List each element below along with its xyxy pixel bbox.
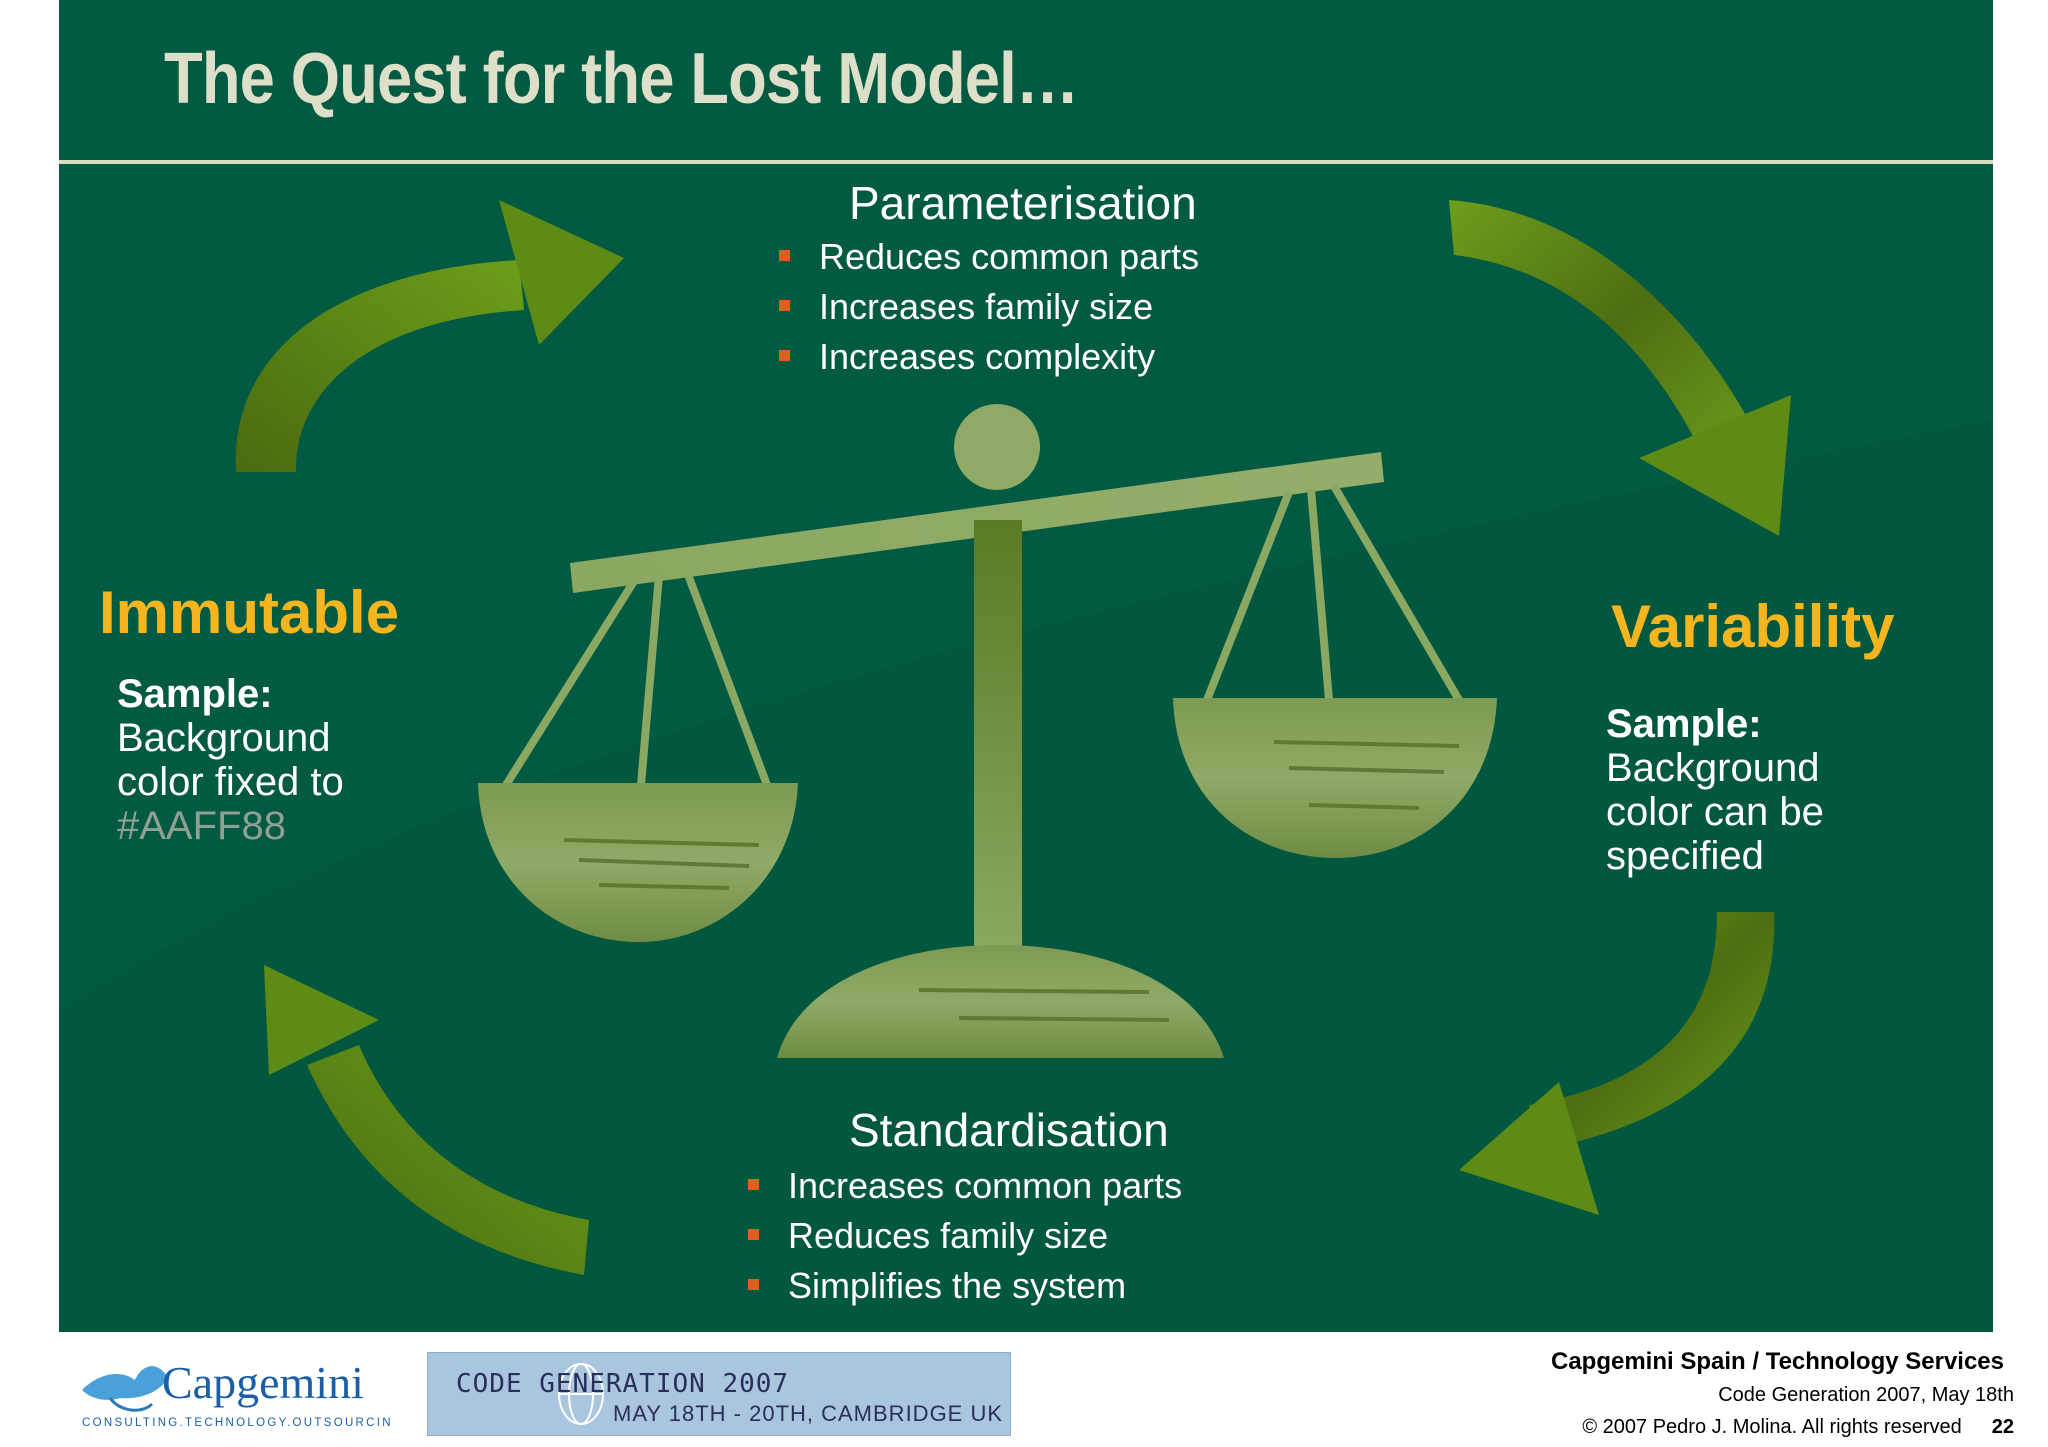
footer-company: Capgemini Spain / Technology Services — [1550, 1348, 2004, 1375]
title-divider — [59, 160, 1993, 164]
slide: The Quest for the Lost Model… — [59, 0, 1993, 1332]
bullet-marker-icon — [748, 1179, 759, 1190]
sample-line: color fixed to — [117, 760, 344, 804]
sample-line: Background — [1606, 746, 1820, 790]
list-item: Simplifies the system — [748, 1261, 1182, 1311]
parameterisation-heading: Parameterisation — [849, 177, 1197, 229]
balance-scale-icon — [478, 404, 1497, 1058]
slide-artwork — [59, 200, 1993, 1332]
footer-copyright: © 2007 Pedro J. Molina. All rights reser… — [1582, 1416, 1962, 1438]
list-item: Reduces family size — [748, 1211, 1182, 1261]
logo-wordmark: Capgemini — [162, 1357, 364, 1408]
sample-label: Sample: — [117, 672, 273, 716]
code-generation-banner: CODE GENERATION 2007 MAY 18TH - 20TH, CA… — [427, 1352, 1011, 1436]
sample-line: specified — [1606, 834, 1764, 878]
slide-title: The Quest for the Lost Model… — [164, 39, 1079, 119]
standardisation-heading: Standardisation — [849, 1104, 1169, 1156]
curved-arrow-icon — [1459, 912, 1775, 1215]
bullet-marker-icon — [779, 250, 790, 261]
sample-hex-value: #AAFF88 — [117, 804, 286, 848]
variability-heading: Variability — [1611, 593, 1895, 660]
banner-dates: MAY 18TH - 20TH, CAMBRIDGE UK — [613, 1401, 1004, 1426]
bullet-marker-icon — [779, 350, 790, 361]
sample-line: color can be — [1606, 790, 1824, 834]
bullet-marker-icon — [748, 1229, 759, 1240]
curved-arrow-icon — [1449, 200, 1791, 536]
bullet-marker-icon — [748, 1279, 759, 1290]
list-item: Increases common parts — [748, 1161, 1182, 1211]
immutable-heading: Immutable — [99, 579, 400, 646]
logo-tagline: CONSULTING.TECHNOLOGY.OUTSOURCING — [82, 1417, 390, 1429]
parameterisation-list: Reduces common parts Increases family si… — [779, 232, 1199, 382]
variability-sample: Sample: Background color can be specifie… — [1606, 702, 1824, 878]
immutable-sample: Sample: Background color fixed to #AAFF8… — [117, 672, 344, 848]
banner-title: CODE GENERATION 2007 — [456, 1369, 790, 1399]
capgemini-logo: Capgemini CONSULTING.TECHNOLOGY.OUTSOURC… — [82, 1357, 390, 1429]
footer-copyright-line: © 2007 Pedro J. Molina. All rights reser… — [1582, 1416, 2014, 1439]
curved-arrow-icon — [264, 965, 589, 1275]
page-number: 22 — [1991, 1416, 2014, 1438]
globe-icon — [558, 1363, 604, 1425]
standardisation-list: Increases common parts Reduces family si… — [748, 1161, 1182, 1311]
list-item: Increases family size — [779, 282, 1199, 332]
footer-event: Code Generation 2007, May 18th — [1718, 1384, 2014, 1406]
curved-arrow-icon — [235, 200, 624, 472]
sample-label: Sample: — [1606, 702, 1762, 746]
list-item: Reduces common parts — [779, 232, 1199, 282]
sample-line: Background — [117, 716, 331, 760]
list-item: Increases complexity — [779, 332, 1199, 382]
bullet-marker-icon — [779, 300, 790, 311]
